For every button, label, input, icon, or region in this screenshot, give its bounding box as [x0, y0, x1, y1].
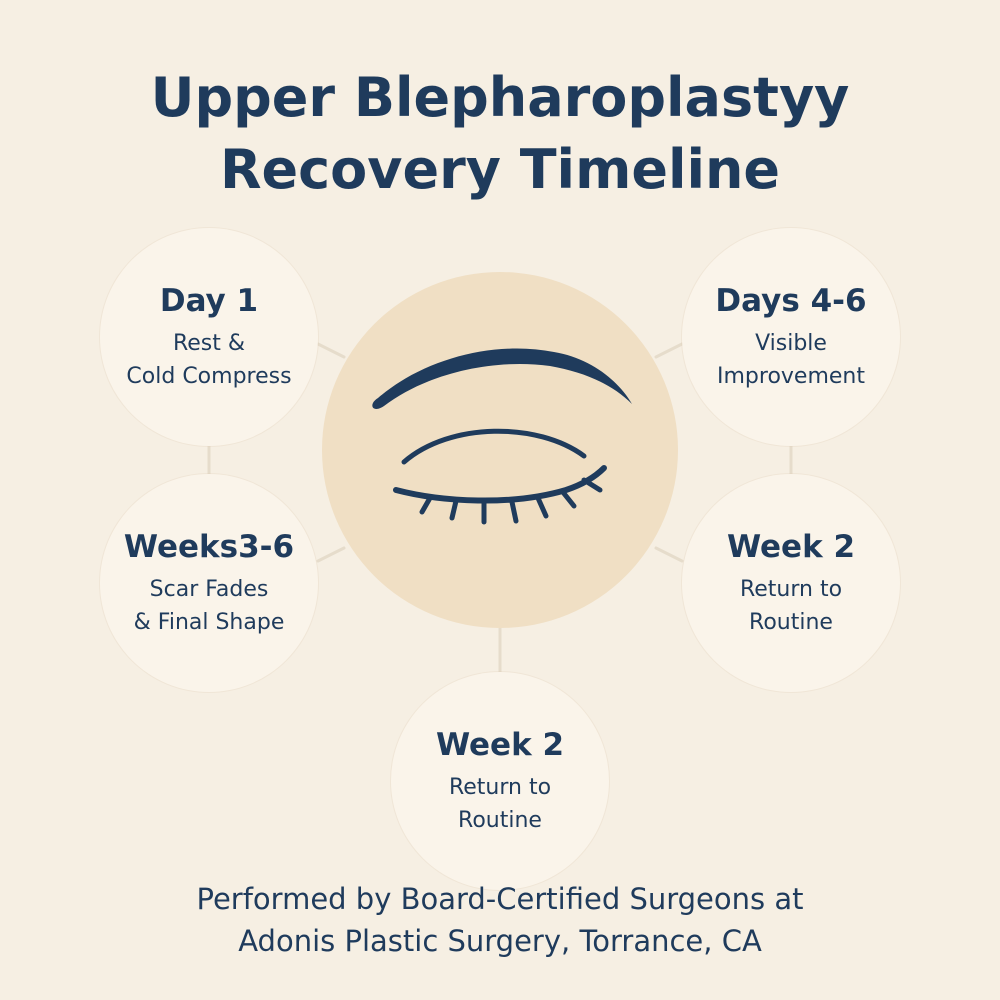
stage-description: Return to Routine	[740, 573, 842, 639]
stage-desc-line-1: Visible	[755, 331, 827, 356]
stage-weeks-3-6: Weeks3-6 Scar Fades & Final Shape	[100, 474, 318, 692]
stage-desc-line-2: Cold Compress	[126, 364, 292, 389]
closed-eye-icon	[372, 348, 632, 525]
connector-day1-center	[316, 342, 346, 359]
stage-title: Week 2	[726, 529, 856, 565]
stage-desc-line-2: Routine	[749, 610, 833, 635]
stage-desc-line-2: Routine	[458, 808, 542, 833]
stage-description: Rest & Cold Compress	[126, 327, 291, 393]
stage-description: Visible Improvement	[717, 327, 865, 393]
footer-credit: Performed by Board-Certified Surgeons at…	[0, 878, 1000, 962]
eyebrow-shape	[372, 348, 632, 409]
stage-week-2-right: Week 2 Return to Routine	[682, 474, 900, 692]
stage-days-4-6: Days 4-6 Visible Improvement	[682, 228, 900, 446]
stage-desc-line-1: Return to	[448, 775, 552, 800]
stage-title: Weeks3-6	[123, 529, 295, 565]
stage-desc-line-2: Improvement	[717, 364, 865, 389]
stage-title: Week 2	[435, 727, 565, 763]
stage-title: Days 4-6	[715, 283, 867, 319]
stage-desc-line-2: & Final Shape	[133, 610, 285, 635]
title-line-2: Recovery Timeline	[219, 138, 781, 201]
footer-line-1: Performed by Board-Certified Surgeons at	[196, 882, 804, 916]
stage-description: Return to Routine	[449, 771, 551, 837]
page-title: Upper Blepharoplastyy Recovery Timeline	[0, 62, 1000, 206]
footer-line-2: Adonis Plastic Surgery, Torrance, CA	[238, 924, 762, 958]
stage-desc-line-1: Rest &	[172, 331, 246, 356]
stage-description: Scar Fades & Final Shape	[134, 573, 285, 639]
title-line-1: Upper Blepharoplastyy	[150, 66, 850, 129]
connector-weeks36-center	[316, 546, 346, 563]
stage-week-2-bottom: Week 2 Return to Routine	[391, 672, 609, 890]
stage-desc-line-1: Return to	[739, 577, 843, 602]
center-eye-circle	[322, 272, 678, 628]
stage-desc-line-1: Scar Fades	[149, 577, 269, 602]
eyelid-crease	[401, 428, 587, 465]
connector-days46-center	[654, 342, 684, 359]
connector-week2r-center	[654, 546, 684, 563]
lash-line	[393, 465, 607, 504]
stage-day-1: Day 1 Rest & Cold Compress	[100, 228, 318, 446]
eyelashes	[419, 477, 603, 525]
stage-title: Day 1	[159, 283, 259, 319]
